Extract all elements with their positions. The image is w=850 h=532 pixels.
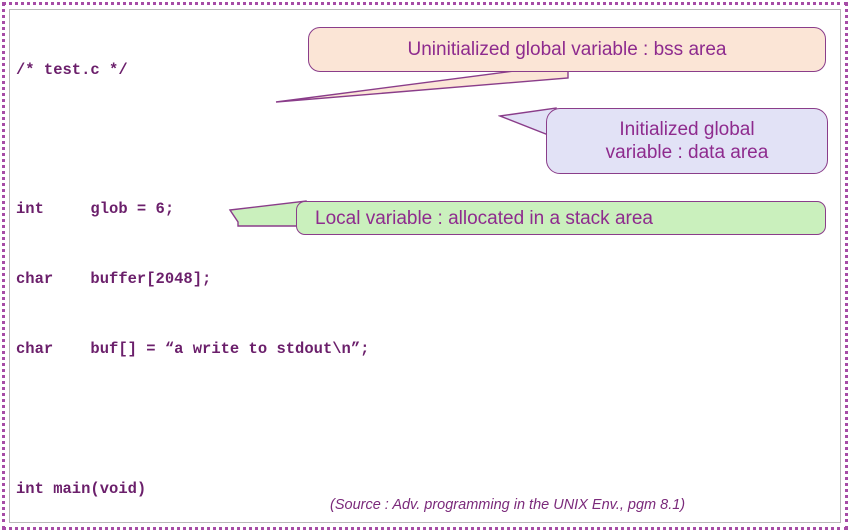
callout-data-label-line1: Initialized global xyxy=(619,119,755,140)
code-line xyxy=(16,408,816,431)
code-line: int glob = 6; xyxy=(16,200,175,219)
callout-bss-area: Uninitialized global variable : bss area xyxy=(308,27,826,72)
code-line: int main(void) xyxy=(16,479,147,498)
callout-stack-area: Local variable : allocated in a stack ar… xyxy=(296,201,826,235)
callout-data-area: Initialized global variable : data area xyxy=(546,108,828,174)
code-line: /* test.c */ xyxy=(16,60,128,79)
source-attribution: (Source : Adv. programming in the UNIX E… xyxy=(330,497,686,513)
callout-data-label-line2: variable : data area xyxy=(605,142,769,163)
code-listing: /* test.c */ int glob = 6; char buffer[2… xyxy=(16,12,816,532)
callout-bss-label: Uninitialized global variable : bss area xyxy=(407,39,727,60)
callout-stack-label: Local variable : allocated in a stack ar… xyxy=(315,207,653,229)
code-line: char buf[] = “a write to stdout\n”; xyxy=(16,340,370,359)
code-line: char buffer[2048]; xyxy=(16,270,212,289)
